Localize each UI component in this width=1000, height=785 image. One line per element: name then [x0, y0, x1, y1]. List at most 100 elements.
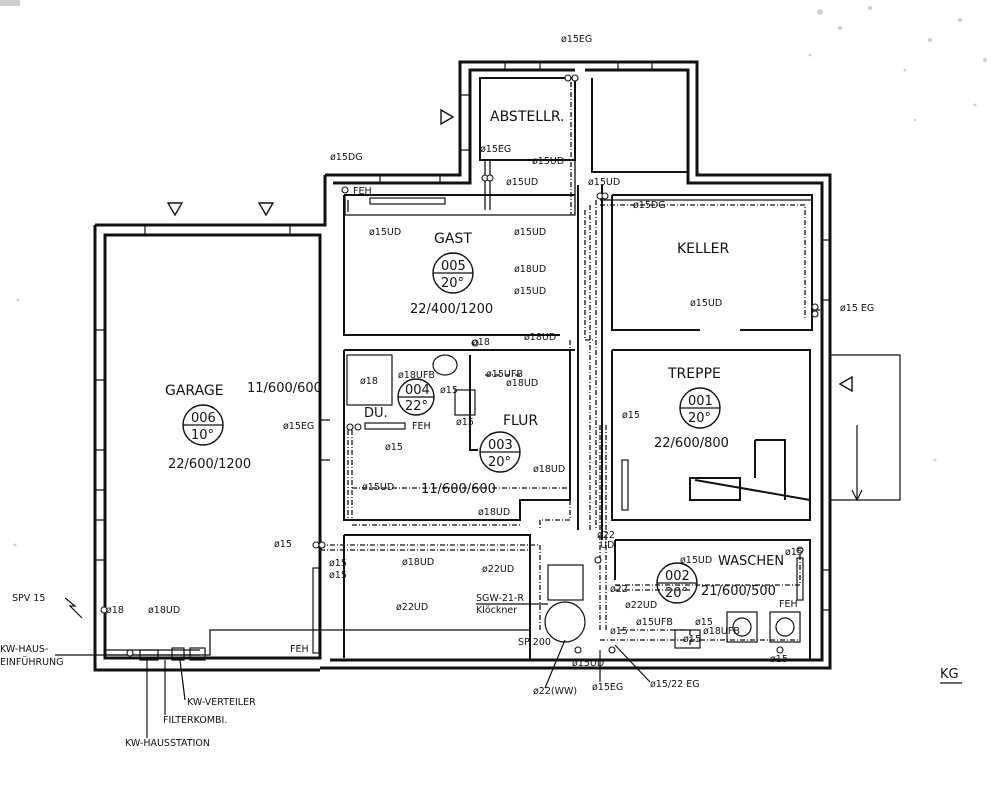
pipe-label: ø15DG	[633, 200, 666, 211]
pipe-label-group: ø15EG ø15EG ø15UD ø15DG ø15UD ø15UD FEH …	[106, 34, 874, 697]
pipe-label: ø15UFB	[636, 617, 673, 628]
badge-waschen: 002 20°	[656, 562, 698, 604]
pipe-label: FEH	[290, 644, 309, 655]
pipe-label: ø18UFB	[703, 626, 740, 637]
badge-flur-number: 003	[488, 438, 513, 453]
pipe-label: ø15	[456, 417, 474, 428]
pipe-label: ø15	[785, 547, 803, 558]
pipe-label: ø15UD	[514, 227, 546, 238]
room-garage-name: GARAGE	[165, 383, 224, 399]
pipe-label: ø15DG	[330, 152, 363, 163]
entrance-marker-2	[257, 202, 275, 217]
pipe-label: ø15UFB	[486, 369, 523, 380]
wc-du	[432, 354, 458, 376]
pipe-label: ø22(WW)	[533, 686, 577, 697]
pipe-label: ø18	[360, 376, 378, 387]
room-keller-name: KELLER	[677, 241, 729, 257]
radiator-treppe	[621, 459, 629, 511]
room-gast-name: GAST	[434, 231, 472, 247]
pipe-label: ø15	[385, 442, 403, 453]
pipe-label: FEH	[412, 421, 431, 432]
storage-tank	[544, 601, 586, 643]
pipe-label: ø22UD	[396, 602, 428, 613]
badge-gast-temp: 20°	[441, 276, 464, 291]
washing-machine	[726, 611, 758, 643]
badge-garage-temp: 10°	[191, 428, 214, 443]
pipe-label: ø15	[770, 654, 788, 665]
badge-waschen-temp: 20°	[665, 586, 688, 601]
pipe-label: ø15EG	[592, 682, 623, 693]
radiator-du	[364, 422, 406, 430]
room-garage-dims: 22/600/1200	[168, 457, 251, 472]
radiator-waschen	[796, 557, 804, 601]
pipe-label: FEH	[353, 186, 372, 197]
plan-label: KG	[940, 667, 959, 682]
kw-station-1	[139, 649, 159, 661]
entrance-marker-3	[440, 108, 455, 126]
pipe-label: ø15	[622, 410, 640, 421]
sink-waschen	[674, 629, 701, 649]
room-gast-dims: 22/400/1200	[410, 302, 493, 317]
pipe-label: ø18	[472, 337, 490, 348]
pipe-label: ø15UD	[362, 482, 394, 493]
pipe-label: ø22	[597, 530, 615, 541]
valves	[100, 74, 819, 657]
badge-du-temp: 22°	[405, 399, 428, 414]
boiler	[547, 564, 584, 601]
pipe-label: ø15	[274, 539, 292, 550]
pipe-label: ø15/22 EG	[650, 679, 700, 690]
entrance-marker-1	[166, 202, 184, 217]
pipe-label: ø18UD	[506, 378, 538, 389]
room-treppe-name: TREPPE	[667, 366, 721, 382]
pipe-label: ø18UD	[514, 264, 546, 275]
pipe-label: ø15UD	[690, 298, 722, 309]
callout-kw-haus-2: EINFÜHRUNG	[0, 657, 64, 668]
badge-garage: 006 10°	[182, 404, 224, 446]
pipe-label: ø15UD	[369, 227, 401, 238]
room-flur-name: FLUR	[503, 413, 538, 429]
entrance-markers	[166, 108, 853, 393]
spv-label: SPV 15	[12, 593, 45, 604]
badge-du-number: 004	[405, 383, 430, 398]
pipe-label: ø15EG	[561, 34, 592, 45]
pipe-label: ø18UD	[524, 332, 556, 343]
pipe-label: ø15	[440, 385, 458, 396]
badge-gast-number: 005	[441, 259, 466, 274]
spv-arrow-icon	[64, 597, 83, 619]
boiler-label: SGW-21-R	[476, 593, 524, 604]
room-du-dims: 11/600/600	[247, 381, 322, 396]
badge-treppe-temp: 20°	[688, 411, 711, 426]
kw-station-2	[171, 647, 185, 661]
pipe-label: ø18UD	[148, 605, 180, 616]
badge-treppe-number: 001	[688, 394, 713, 409]
pipe-label: ø15UD	[506, 177, 538, 188]
room-waschen-name: WASCHEN	[718, 554, 784, 569]
shower-tray	[346, 354, 393, 406]
room-du-name: DU.	[364, 406, 388, 421]
pipe-label: ø22UD	[625, 600, 657, 611]
callout-kw-hausstation: KW-HAUSSTATION	[125, 738, 210, 749]
radiator-garage	[312, 567, 320, 654]
badge-garage-number: 006	[191, 411, 216, 426]
radiator-gast	[369, 197, 446, 205]
pipe-label: ø18UFB	[398, 370, 435, 381]
pipe-label: ø18	[106, 605, 124, 616]
badge-flur: 003 20°	[479, 431, 521, 473]
room-abstellr-name: ABSTELLR.	[490, 109, 565, 125]
fixtures	[139, 197, 804, 661]
callout-kw-haus-1: KW-HAUS-	[0, 644, 48, 655]
room-flur-dims: 11/600/600	[421, 482, 496, 497]
dryer	[769, 611, 801, 643]
pipe-runs	[55, 82, 820, 656]
pipe-label: ø15UD	[680, 555, 712, 566]
badge-treppe: 001 20°	[679, 387, 721, 429]
scan-noise	[0, 0, 987, 547]
pipe-label: ø15 EG	[840, 303, 874, 314]
room-treppe-dims: 22/600/800	[654, 436, 729, 451]
pipe-label: ø15UD	[572, 658, 604, 669]
pipe-label: ø22	[610, 584, 628, 595]
entrance-marker-4	[838, 375, 853, 393]
badge-waschen-number: 002	[665, 569, 690, 584]
washbasin-du	[454, 389, 476, 416]
